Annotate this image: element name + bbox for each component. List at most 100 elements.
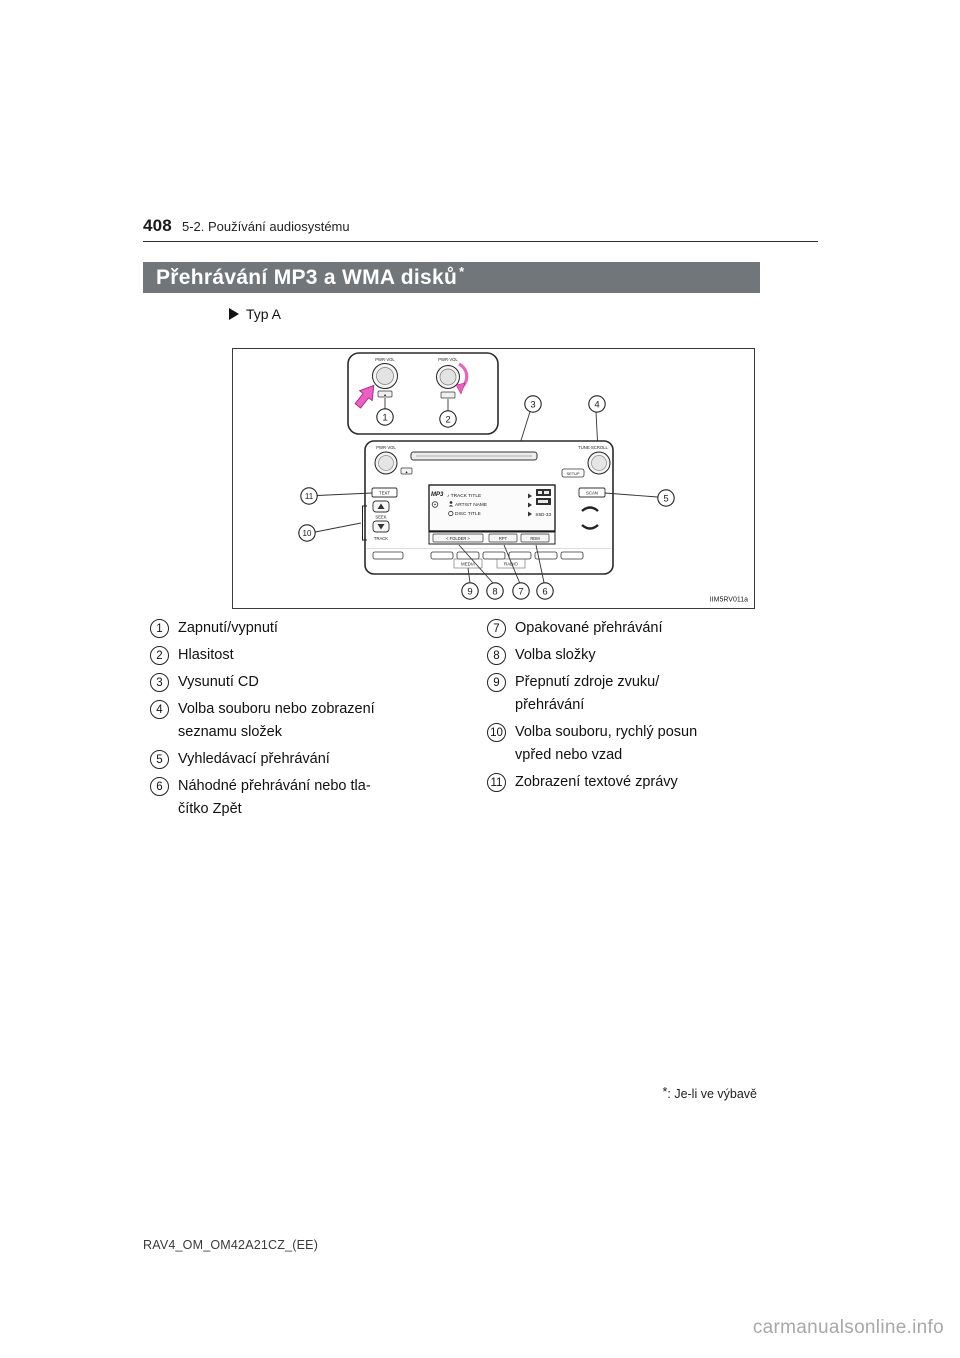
- scan-button: SCAN: [578, 487, 606, 498]
- artist-icon: [449, 501, 453, 504]
- svg-text:SETUP: SETUP: [567, 471, 580, 476]
- legend-left-column: 1 Zapnutí/vypnutí 2 Hlasitost 3 Vysunutí…: [150, 617, 470, 825]
- legend-number: 8: [487, 646, 506, 665]
- page-header: 408 5-2. Používání audiosystému: [143, 216, 818, 236]
- legend-number: 1: [150, 619, 169, 638]
- legend-item: 6 Náhodné přehrávání nebo tla- čítko Zpě…: [150, 775, 470, 821]
- legend-number: 11: [487, 773, 506, 792]
- legend-item: 1 Zapnutí/vypnutí: [150, 617, 470, 640]
- svg-text:TEXT: TEXT: [379, 491, 390, 496]
- callout-7: 7: [512, 582, 530, 600]
- legend-item: 3 Vysunutí CD: [150, 671, 470, 694]
- type-row: Typ A: [229, 306, 281, 322]
- chapter-title-bar: Přehrávání MP3 a WMA disků *: [143, 262, 760, 293]
- header-divider: [143, 241, 818, 242]
- legend-number: 3: [150, 673, 169, 692]
- callout-4: 4: [588, 395, 606, 413]
- legend-number: 9: [487, 673, 506, 692]
- svg-text:2: 2: [445, 414, 450, 425]
- audio-system-diagram: PWR·VOL ▲ PWR·VOL: [298, 352, 748, 604]
- legend-item: 8 Volba složky: [487, 644, 787, 667]
- legend-text: Zapnutí/vypnutí: [178, 620, 278, 636]
- head-unit: PWR·VOL ▲ TUNE·SCROLL: [362, 440, 614, 575]
- svg-text:6: 6: [542, 586, 547, 597]
- section-title: 5-2. Používání audiosystému: [181, 219, 350, 234]
- legend-text: Náhodné přehrávání nebo tla- čítko Zpět: [178, 778, 371, 817]
- svg-text:▲: ▲: [405, 470, 408, 474]
- rdm-button: [520, 533, 550, 543]
- legend-text: Vyhledávací přehrávání: [178, 751, 330, 767]
- footnote-asterisk: *: [662, 1085, 668, 1099]
- legend-number: 4: [150, 700, 169, 719]
- svg-text:DISC TITLE: DISC TITLE: [455, 511, 481, 517]
- eject-button-icon: ▲: [400, 467, 413, 475]
- svg-text:♪ TRACK TITLE: ♪ TRACK TITLE: [447, 493, 481, 499]
- svg-text:RADIO: RADIO: [504, 562, 518, 567]
- disc-icon: [448, 510, 454, 517]
- chapter-title-asterisk: *: [459, 264, 465, 279]
- svg-text:SCAN: SCAN: [586, 491, 598, 496]
- legend-item: 4 Volba souboru nebo zobrazení seznamu s…: [150, 698, 470, 744]
- legend-item: 10 Volba souboru, rychlý posun vpřed neb…: [487, 721, 787, 767]
- radio-button: [496, 558, 526, 569]
- legend-text: Vysunutí CD: [178, 674, 259, 690]
- svg-text:RPT: RPT: [499, 536, 508, 541]
- callout-11: 11: [300, 487, 318, 505]
- legend-text: Volba souboru nebo zobrazení seznamu slo…: [178, 701, 375, 740]
- legend-item: 11 Zobrazení textové zprávy: [487, 771, 787, 794]
- knob-inset-panel: PWR·VOL ▲ PWR·VOL: [347, 352, 499, 435]
- legend-text: Opakované přehrávání: [515, 620, 663, 636]
- svg-text:SEEK: SEEK: [375, 515, 386, 520]
- svg-text:< FOLDER >: < FOLDER >: [446, 536, 470, 541]
- legend-item: 2 Hlasitost: [150, 644, 470, 667]
- callout-9: 9: [461, 582, 479, 600]
- legend-text: Volba složky: [515, 647, 596, 663]
- svg-text:S5D-33: S5D-33: [535, 512, 551, 517]
- callout-6: 6: [536, 582, 554, 600]
- folder-rpt-rdm-strip: < FOLDER > RPT RDM: [428, 531, 556, 545]
- folder-button: [432, 533, 484, 543]
- svg-text:▲: ▲: [383, 393, 387, 397]
- footnote: *: Je-li ve výbavě: [662, 1085, 758, 1101]
- legend-number: 2: [150, 646, 169, 665]
- page-number: 408: [143, 216, 172, 235]
- seek-track-bracket: [362, 505, 367, 541]
- callout-3: 3: [524, 395, 542, 413]
- tune-scroll-knob-icon: TUNE·SCROLL: [578, 445, 611, 475]
- footnote-text: : Je-li ve výbavě: [667, 1087, 757, 1101]
- type-label: Typ A: [246, 306, 282, 322]
- svg-text:5: 5: [663, 493, 668, 504]
- svg-text:TUNE·SCROLL: TUNE·SCROLL: [578, 445, 608, 450]
- chapter-title: Přehrávání MP3 a WMA disků: [156, 265, 458, 289]
- phone-hangup-icon: [581, 524, 599, 530]
- rpt-button: [488, 533, 518, 543]
- callout-1: 1: [376, 408, 394, 426]
- volume-knob-icon: PWR·VOL: [436, 357, 460, 399]
- legend-number: 5: [150, 750, 169, 769]
- audio-system-figure: PWR·VOL ▲ PWR·VOL: [232, 348, 755, 609]
- svg-text:10: 10: [303, 529, 312, 538]
- callout-5: 5: [657, 489, 675, 507]
- legend-item: 7 Opakované přehrávání: [487, 617, 787, 640]
- figure-id: IIM5RV011a: [710, 597, 748, 604]
- svg-text:RDM: RDM: [530, 536, 540, 541]
- svg-text:9: 9: [467, 586, 472, 597]
- legend-number: 6: [150, 777, 169, 796]
- svg-text:3: 3: [530, 399, 535, 410]
- legend-text: Přepnutí zdroje zvuku/ přehrávání: [515, 674, 660, 713]
- legend-item: 9 Přepnutí zdroje zvuku/ přehrávání: [487, 671, 787, 717]
- display-screen: MP3 ♪ TRACK TITLE ARTIST NAME DISC TITLE: [428, 484, 556, 532]
- display-badge-icon: [536, 489, 551, 496]
- bottom-button-row: MEDIA RADIO: [372, 551, 584, 569]
- callout-10: 10: [298, 524, 316, 542]
- phone-pickup-icon: [581, 506, 599, 512]
- legend-item: 5 Vyhledávací přehrávání: [150, 748, 470, 771]
- legend-text: Volba souboru, rychlý posun vpřed nebo v…: [515, 724, 698, 763]
- svg-text:MP3: MP3: [431, 492, 444, 498]
- footer-document-code: RAV4_OM_OM42A21CZ_(EE): [143, 1238, 319, 1252]
- press-arrow-icon: [354, 384, 375, 409]
- rotate-arrow-icon: [455, 362, 469, 395]
- svg-text:MEDIA: MEDIA: [461, 562, 475, 567]
- seek-track-rocker: SEEK TRACK: [372, 500, 390, 541]
